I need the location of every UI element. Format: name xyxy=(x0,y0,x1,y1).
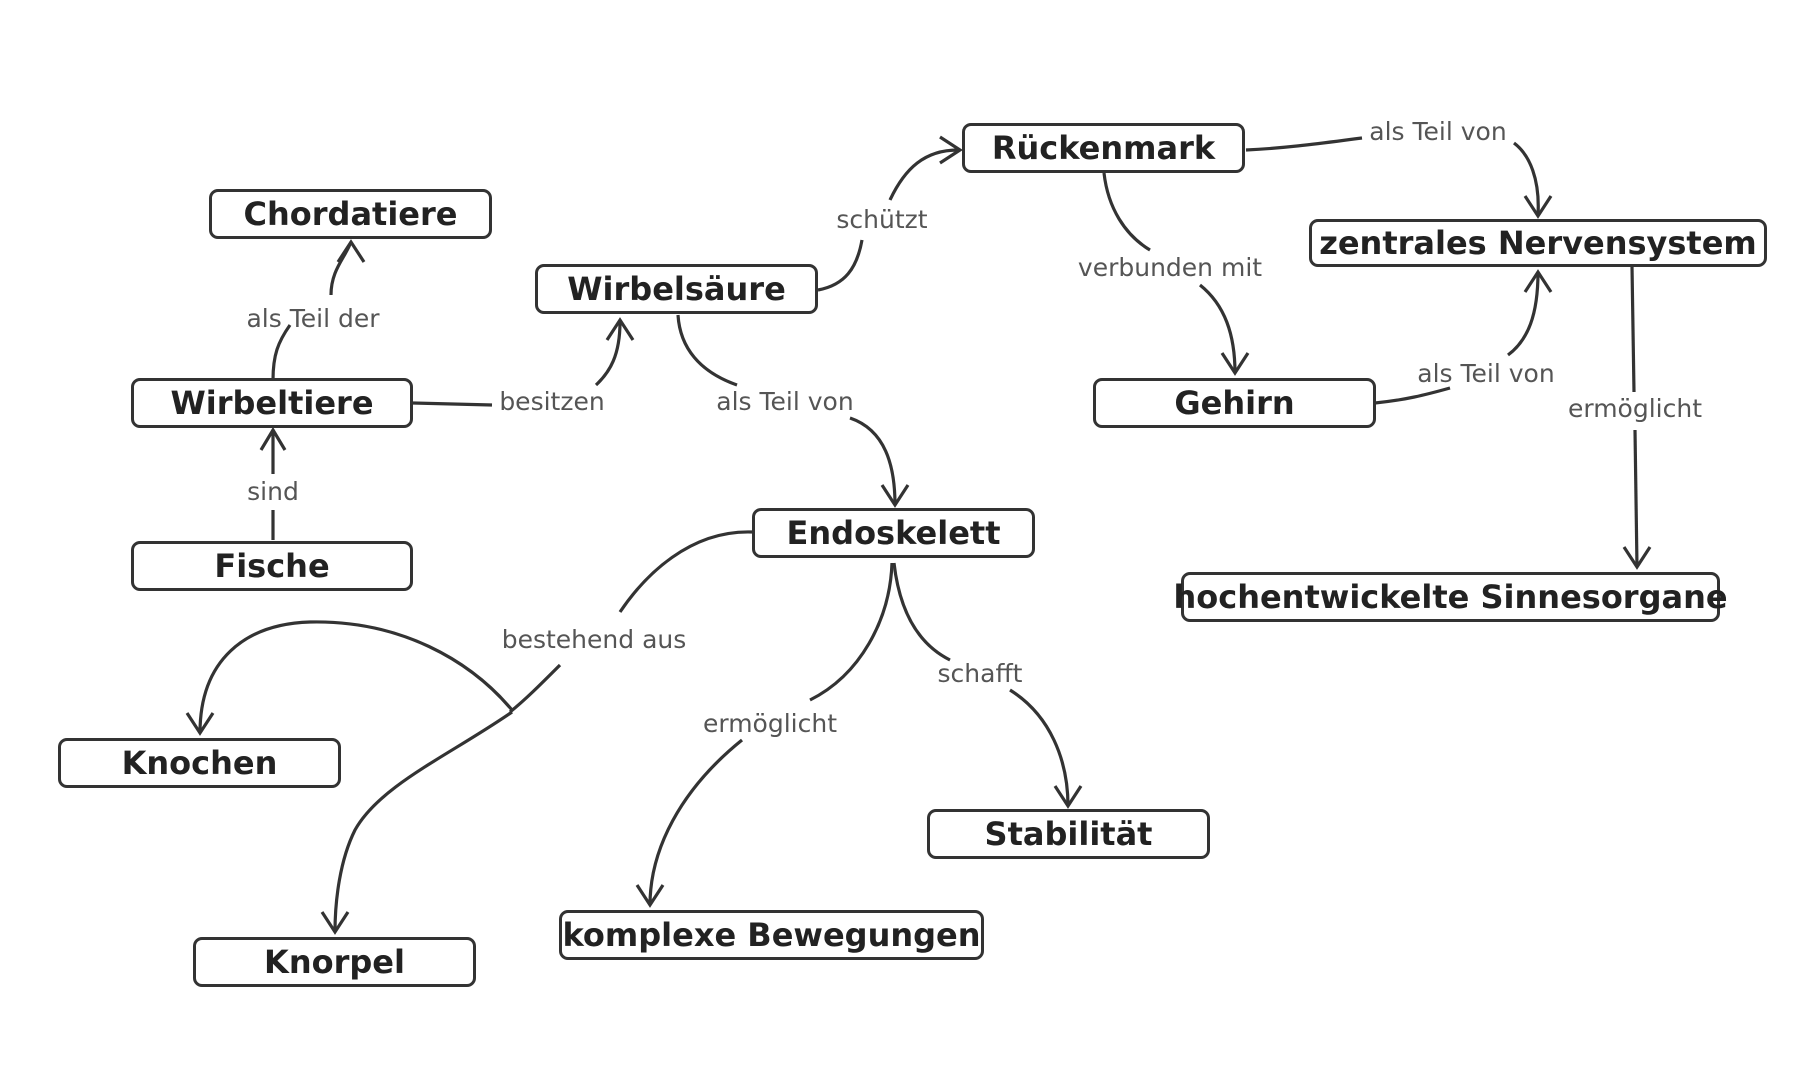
node-gehirn[interactable]: Gehirn xyxy=(1093,378,1376,428)
edge-als-teil-von-zns-2 xyxy=(1507,271,1540,357)
arrowhead-gehirn xyxy=(1220,352,1250,376)
edge-label-besitzen: besitzen xyxy=(499,387,604,416)
edge-split-knorpel xyxy=(333,710,513,933)
edge-wirbeltiere-chordatiere-arrow-line xyxy=(329,241,353,296)
edge-label-ermoeglicht-1: ermöglicht xyxy=(1568,394,1702,423)
edge-label-ermoeglicht-2: ermöglicht xyxy=(703,709,837,738)
arrowhead-bewegungen xyxy=(635,884,665,908)
edge-endoskelett-bestehend xyxy=(618,530,753,613)
arrowhead-chordatiere xyxy=(336,239,366,263)
node-fische[interactable]: Fische xyxy=(131,541,413,591)
node-endoskelett[interactable]: Endoskelett xyxy=(752,508,1035,558)
arrowhead-stabilitaet xyxy=(1053,785,1083,809)
edge-label-als-teil-der: als Teil der xyxy=(246,304,380,333)
edge-wirbelsaeule-schuetzt xyxy=(817,239,864,292)
edge-besitzen-wirbelsaeule xyxy=(594,321,622,387)
node-wirbeltiere[interactable]: Wirbeltiere xyxy=(131,378,413,428)
edge-label-bestehend-aus: bestehend aus xyxy=(502,625,687,654)
edge-label-schafft: schafft xyxy=(938,659,1023,688)
edge-als-teil-von-endoskelett xyxy=(849,416,897,506)
edge-ermoeglicht-sinnesorgane xyxy=(1633,429,1639,568)
node-wirbelsaeule[interactable]: Wirbelsäure xyxy=(535,264,818,314)
edge-schuetzt-rueckenmark xyxy=(888,148,959,201)
edge-gehirn-als-teil-von xyxy=(1374,386,1451,405)
edge-wirbeltiere-chordatiere xyxy=(271,324,292,381)
node-rueckenmark[interactable]: Rückenmark xyxy=(962,123,1245,173)
arrowhead-knochen xyxy=(185,712,215,736)
node-zns[interactable]: zentrales Nervensystem xyxy=(1309,219,1767,267)
edge-label-verbunden-mit: verbunden mit xyxy=(1078,253,1262,282)
edge-rueckenmark-verbunden xyxy=(1102,172,1151,252)
arrowhead-rueckenmark xyxy=(939,135,963,165)
edge-rueckenmark-als-teil-von xyxy=(1245,136,1363,152)
node-chordatiere[interactable]: Chordatiere xyxy=(209,189,492,239)
edge-label-als-teil-von-2: als Teil von xyxy=(1369,117,1506,146)
edge-endoskelett-ermoeglicht xyxy=(809,562,894,702)
node-sinnesorgane[interactable]: hochentwickelte Sinnesorgane xyxy=(1173,572,1728,622)
arrowhead-zns-2 xyxy=(1523,269,1553,293)
edge-label-sind: sind xyxy=(247,477,299,506)
edge-endoskelett-schafft xyxy=(892,562,951,662)
edge-zns-ermoeglicht xyxy=(1630,265,1636,393)
arrowhead-knorpel xyxy=(320,911,350,935)
edge-ermoeglicht-bewegungen xyxy=(648,738,744,906)
edge-wirbeltiere-besitzen xyxy=(412,401,493,407)
node-knorpel[interactable]: Knorpel xyxy=(193,937,476,987)
edge-label-als-teil-von-3: als Teil von xyxy=(1417,359,1554,388)
edge-schafft-stabilitaet xyxy=(1009,688,1070,807)
arrowhead-sinnesorgane xyxy=(1622,546,1652,570)
edge-wirbelsaeule-als-teil-von xyxy=(676,314,738,387)
edge-label-als-teil-von-1: als Teil von xyxy=(716,387,853,416)
arrowhead-wirbelsaeule xyxy=(605,317,635,341)
node-stabilitaet[interactable]: Stabilität xyxy=(927,809,1210,859)
arrowhead-zns-1 xyxy=(1523,195,1553,219)
arrowhead-endoskelett xyxy=(880,484,910,508)
arrowhead-wirbeltiere xyxy=(259,426,287,451)
node-bewegungen[interactable]: komplexe Bewegungen xyxy=(559,910,984,960)
edge-label-schuetzt: schützt xyxy=(836,205,927,234)
edge-bestehend-split xyxy=(509,663,562,714)
edge-verbunden-gehirn xyxy=(1198,283,1237,374)
node-knochen[interactable]: Knochen xyxy=(58,738,341,788)
edge-split-knochen xyxy=(198,620,514,734)
edge-als-teil-von-zns xyxy=(1513,141,1540,216)
